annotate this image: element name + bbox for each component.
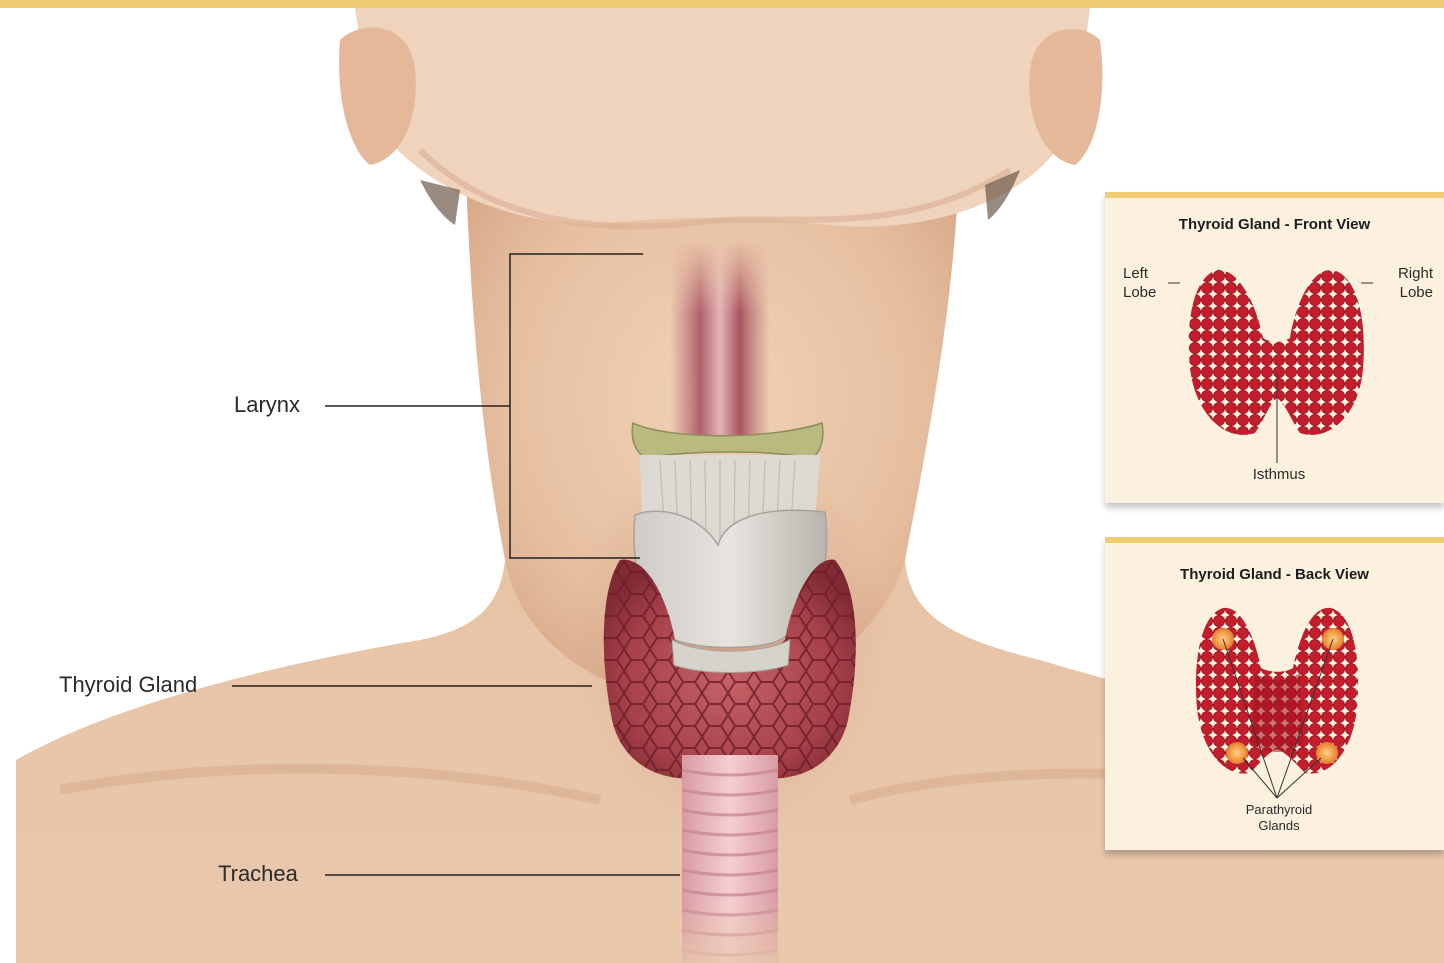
- label-larynx: Larynx: [234, 394, 300, 416]
- label-thyroid-gland: Thyroid Gland: [59, 674, 197, 696]
- trachea-rings: [682, 755, 778, 963]
- front-thyroid-shape: [1189, 270, 1364, 435]
- back-parathyroid-label: Parathyroid Glands: [1105, 802, 1444, 834]
- front-thyroid-diagram: [1105, 198, 1444, 503]
- front-right-lobe-label: Right Lobe: [1385, 264, 1433, 302]
- parathyroid-lower-right: [1316, 742, 1338, 764]
- front-left-lobe-label: Left Lobe: [1123, 264, 1156, 302]
- front-isthmus-label: Isthmus: [1105, 465, 1444, 484]
- jaw: [355, 8, 1090, 227]
- label-trachea: Trachea: [218, 863, 298, 885]
- front-view-panel: Thyroid Gland - Front View Left Lobe Rig…: [1105, 192, 1444, 503]
- pharynx-tube: [670, 240, 770, 450]
- top-accent-bar: [0, 0, 1444, 8]
- back-view-panel: Thyroid Gland - Back View: [1105, 537, 1444, 850]
